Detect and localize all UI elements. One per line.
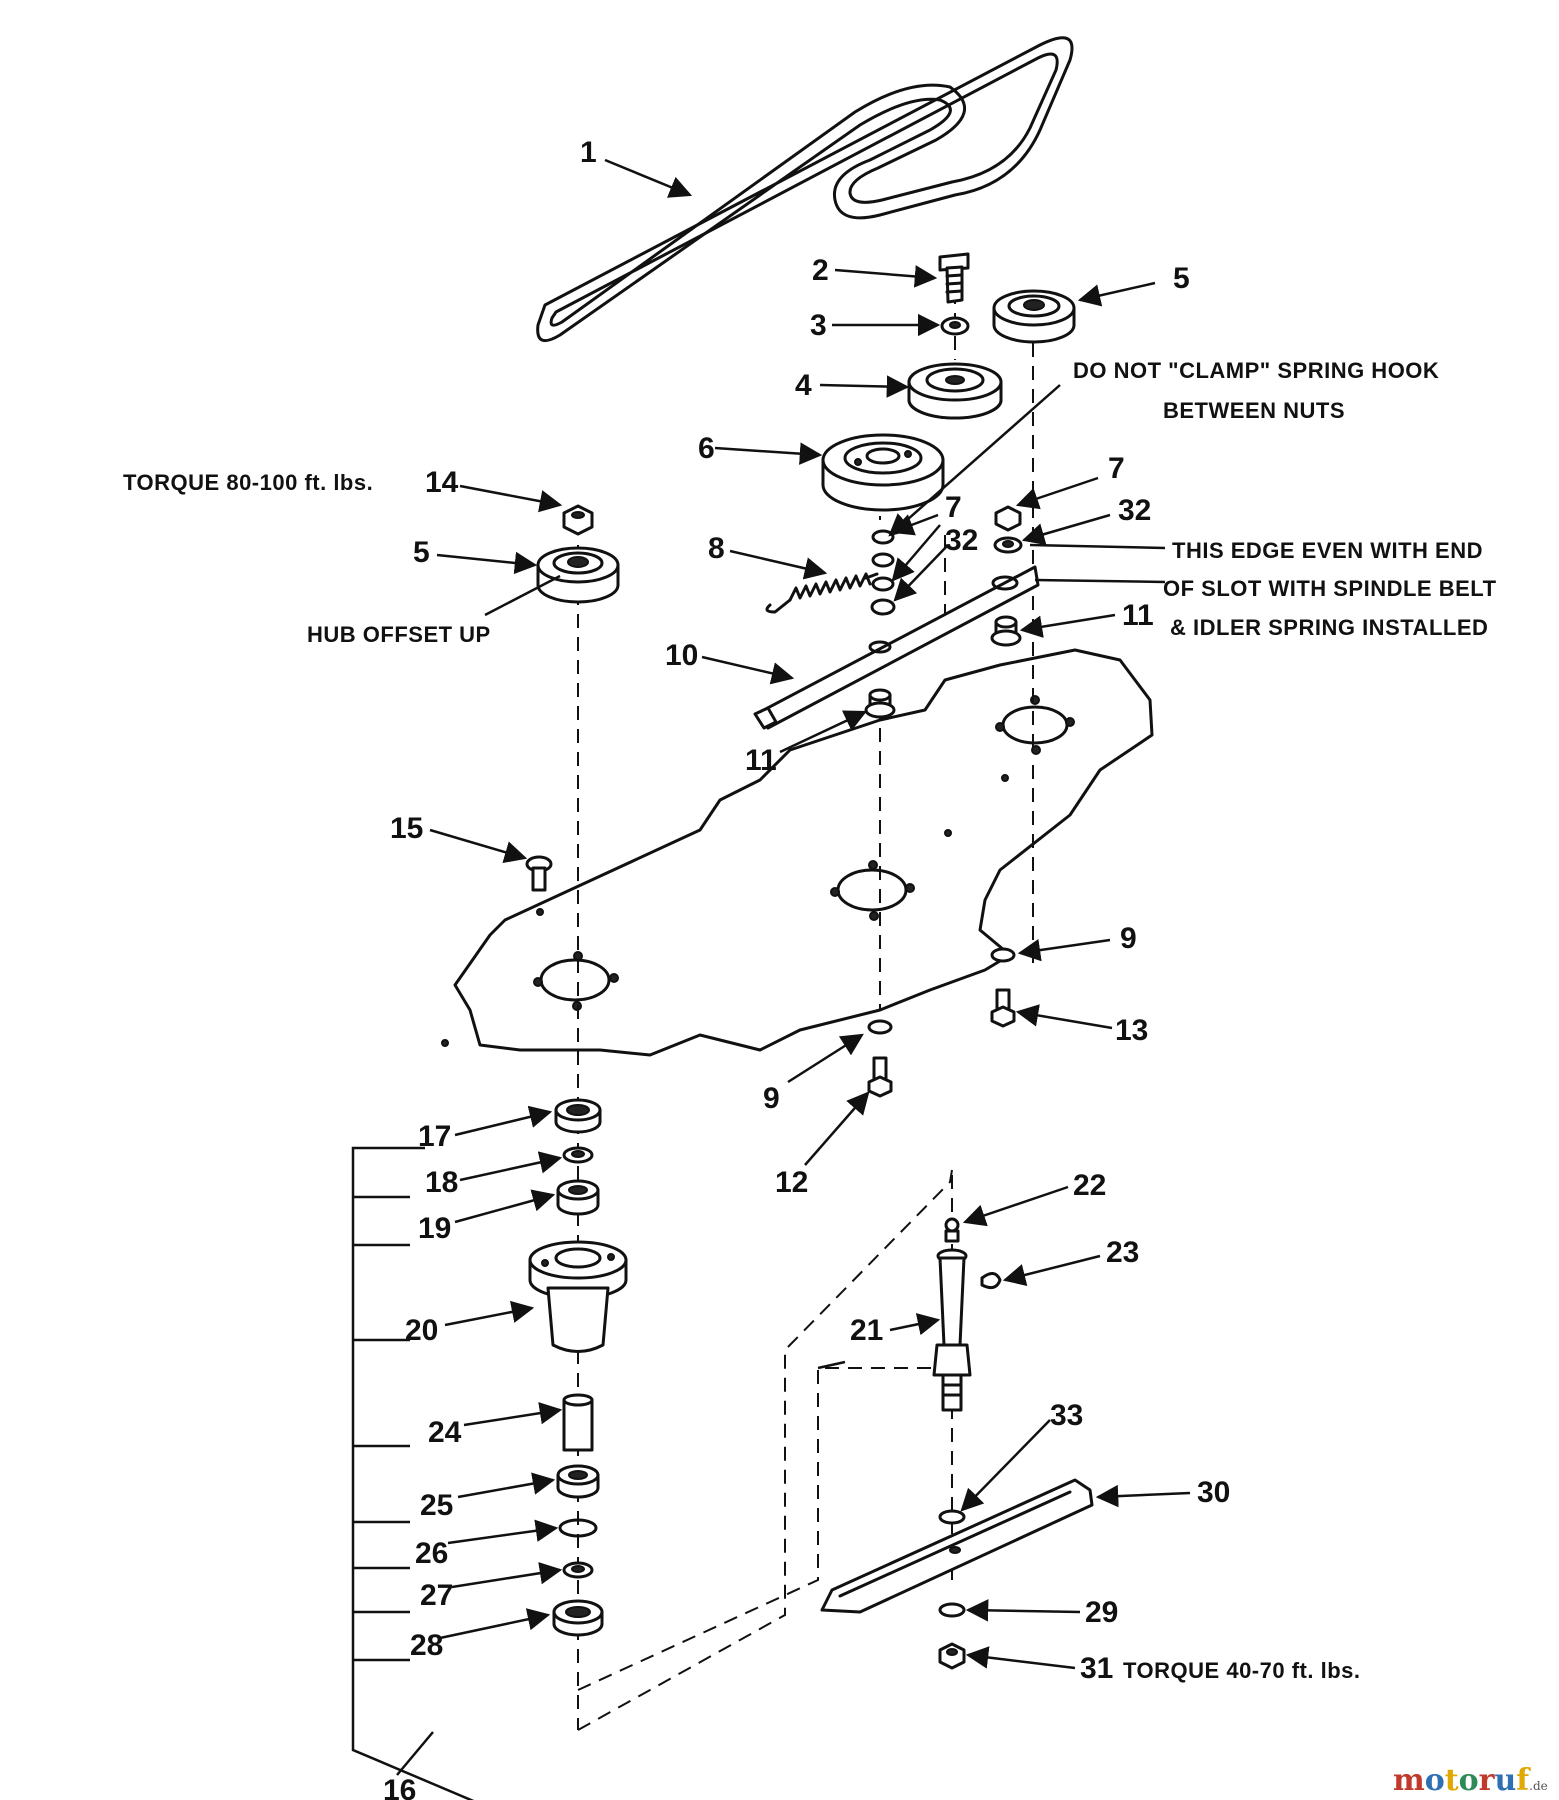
spring-part-8 xyxy=(765,572,879,614)
assembly-notes: TORQUE 80-100 ft. lbs. HUB OFFSET UP DO … xyxy=(123,358,1497,1683)
callout-11-right: 11 xyxy=(1122,599,1154,632)
snap-ring-part-26 xyxy=(558,1518,598,1538)
callout-26: 26 xyxy=(415,1537,448,1570)
watermark-suffix: .de xyxy=(1529,1779,1548,1793)
pulley-part-5-left xyxy=(536,546,620,604)
callout-13: 13 xyxy=(1115,1014,1148,1047)
note-hub-offset: HUB OFFSET UP xyxy=(307,622,491,647)
note-clamp-line1: DO NOT "CLAMP" SPRING HOOK xyxy=(1073,358,1439,383)
note-torque-14: TORQUE 80-100 ft. lbs. xyxy=(123,470,373,495)
spacer-part-11-center xyxy=(864,688,896,719)
callout-20: 20 xyxy=(405,1314,438,1347)
spacer-part-18 xyxy=(562,1146,594,1164)
bolt-part-12 xyxy=(867,1056,893,1098)
washer-part-9-right xyxy=(990,947,1016,963)
callout-12: 12 xyxy=(775,1166,808,1199)
callout-23: 23 xyxy=(1106,1236,1139,1269)
callout-7-right: 7 xyxy=(1108,452,1125,485)
pulley-part-4 xyxy=(907,362,1003,420)
callout-25: 25 xyxy=(420,1489,453,1522)
callout-17: 17 xyxy=(418,1120,451,1153)
callout-24: 24 xyxy=(428,1416,462,1449)
callout-4: 4 xyxy=(795,369,812,402)
callout-15: 15 xyxy=(390,812,423,845)
callout-31: 31 xyxy=(1080,1652,1113,1685)
note-clamp-line2: BETWEEN NUTS xyxy=(1163,398,1345,423)
callout-33: 33 xyxy=(1050,1399,1083,1432)
note-edge-line1: THIS EDGE EVEN WITH END xyxy=(1172,538,1483,563)
spacer-tube-part-24 xyxy=(562,1393,594,1452)
assembly-bracket-16 xyxy=(351,1146,475,1800)
callout-19: 19 xyxy=(418,1212,451,1245)
callout-16: 16 xyxy=(383,1774,416,1800)
seal-part-28 xyxy=(552,1599,604,1637)
bolt-part-2 xyxy=(938,252,970,304)
callout-9-center: 9 xyxy=(763,1082,780,1115)
bearing-part-25 xyxy=(556,1464,600,1499)
bearing-part-19 xyxy=(556,1179,600,1216)
grease-fitting-part-22 xyxy=(944,1217,960,1243)
callout-32-center: 32 xyxy=(945,524,978,557)
seal-part-17 xyxy=(554,1098,602,1134)
callout-27: 27 xyxy=(420,1579,453,1612)
callout-29: 29 xyxy=(1085,1596,1118,1629)
callout-30: 30 xyxy=(1197,1476,1230,1509)
watermark-logo: motoruf.de xyxy=(1393,1763,1548,1798)
callout-6: 6 xyxy=(698,432,715,465)
washer-part-3 xyxy=(940,316,970,336)
callout-9-right: 9 xyxy=(1120,922,1137,955)
callout-2: 2 xyxy=(812,254,829,287)
callout-1: 1 xyxy=(580,136,597,169)
nut-part-31 xyxy=(938,1642,966,1670)
watermark-brand: motoruf xyxy=(1393,1763,1531,1798)
callout-14: 14 xyxy=(425,466,459,499)
callout-32-right: 32 xyxy=(1118,494,1151,527)
callout-22: 22 xyxy=(1073,1169,1106,1202)
spacer-part-11-right xyxy=(990,615,1022,647)
housing-part-20 xyxy=(528,1240,628,1353)
callout-5-left: 5 xyxy=(413,536,430,569)
blade-part-30 xyxy=(820,1478,1094,1614)
callout-7-center: 7 xyxy=(945,491,962,524)
key-part-23 xyxy=(980,1272,1002,1290)
washer-part-9-center xyxy=(867,1019,893,1035)
callout-numbers: 1 2 3 4 5 6 7 7 32 32 8 14 5 10 11 11 15… xyxy=(383,136,1230,1800)
nut-part-14 xyxy=(562,504,594,536)
spacer-part-27 xyxy=(562,1561,594,1579)
callout-11-center: 11 xyxy=(745,744,777,777)
callout-10: 10 xyxy=(665,639,698,672)
callout-3: 3 xyxy=(810,309,827,342)
callout-28: 28 xyxy=(410,1629,443,1662)
bolt-part-15 xyxy=(525,855,553,892)
spindle-shaft-part-21 xyxy=(932,1248,972,1412)
callout-8: 8 xyxy=(708,532,725,565)
bolt-part-13 xyxy=(990,988,1016,1028)
washer-part-29 xyxy=(938,1602,966,1618)
pulley-part-6 xyxy=(821,433,945,512)
belt-part-1 xyxy=(536,36,1074,343)
callout-5: 5 xyxy=(1173,262,1190,295)
svg-text:motoruf.de: motoruf.de xyxy=(1393,1763,1548,1798)
callout-21: 21 xyxy=(850,1314,883,1347)
idler-arm-part-10 xyxy=(753,565,1040,730)
washer-part-33 xyxy=(938,1509,966,1525)
leader-arrows xyxy=(429,158,1191,1670)
note-edge-line3: & IDLER SPRING INSTALLED xyxy=(1170,615,1488,640)
note-edge-line2: OF SLOT WITH SPINDLE BELT xyxy=(1163,576,1497,601)
nut-stack-parts-7-32 xyxy=(870,505,1023,616)
callout-18: 18 xyxy=(425,1166,458,1199)
note-torque-31: TORQUE 40-70 ft. lbs. xyxy=(1123,1658,1360,1683)
pulley-part-5-right xyxy=(992,289,1076,344)
